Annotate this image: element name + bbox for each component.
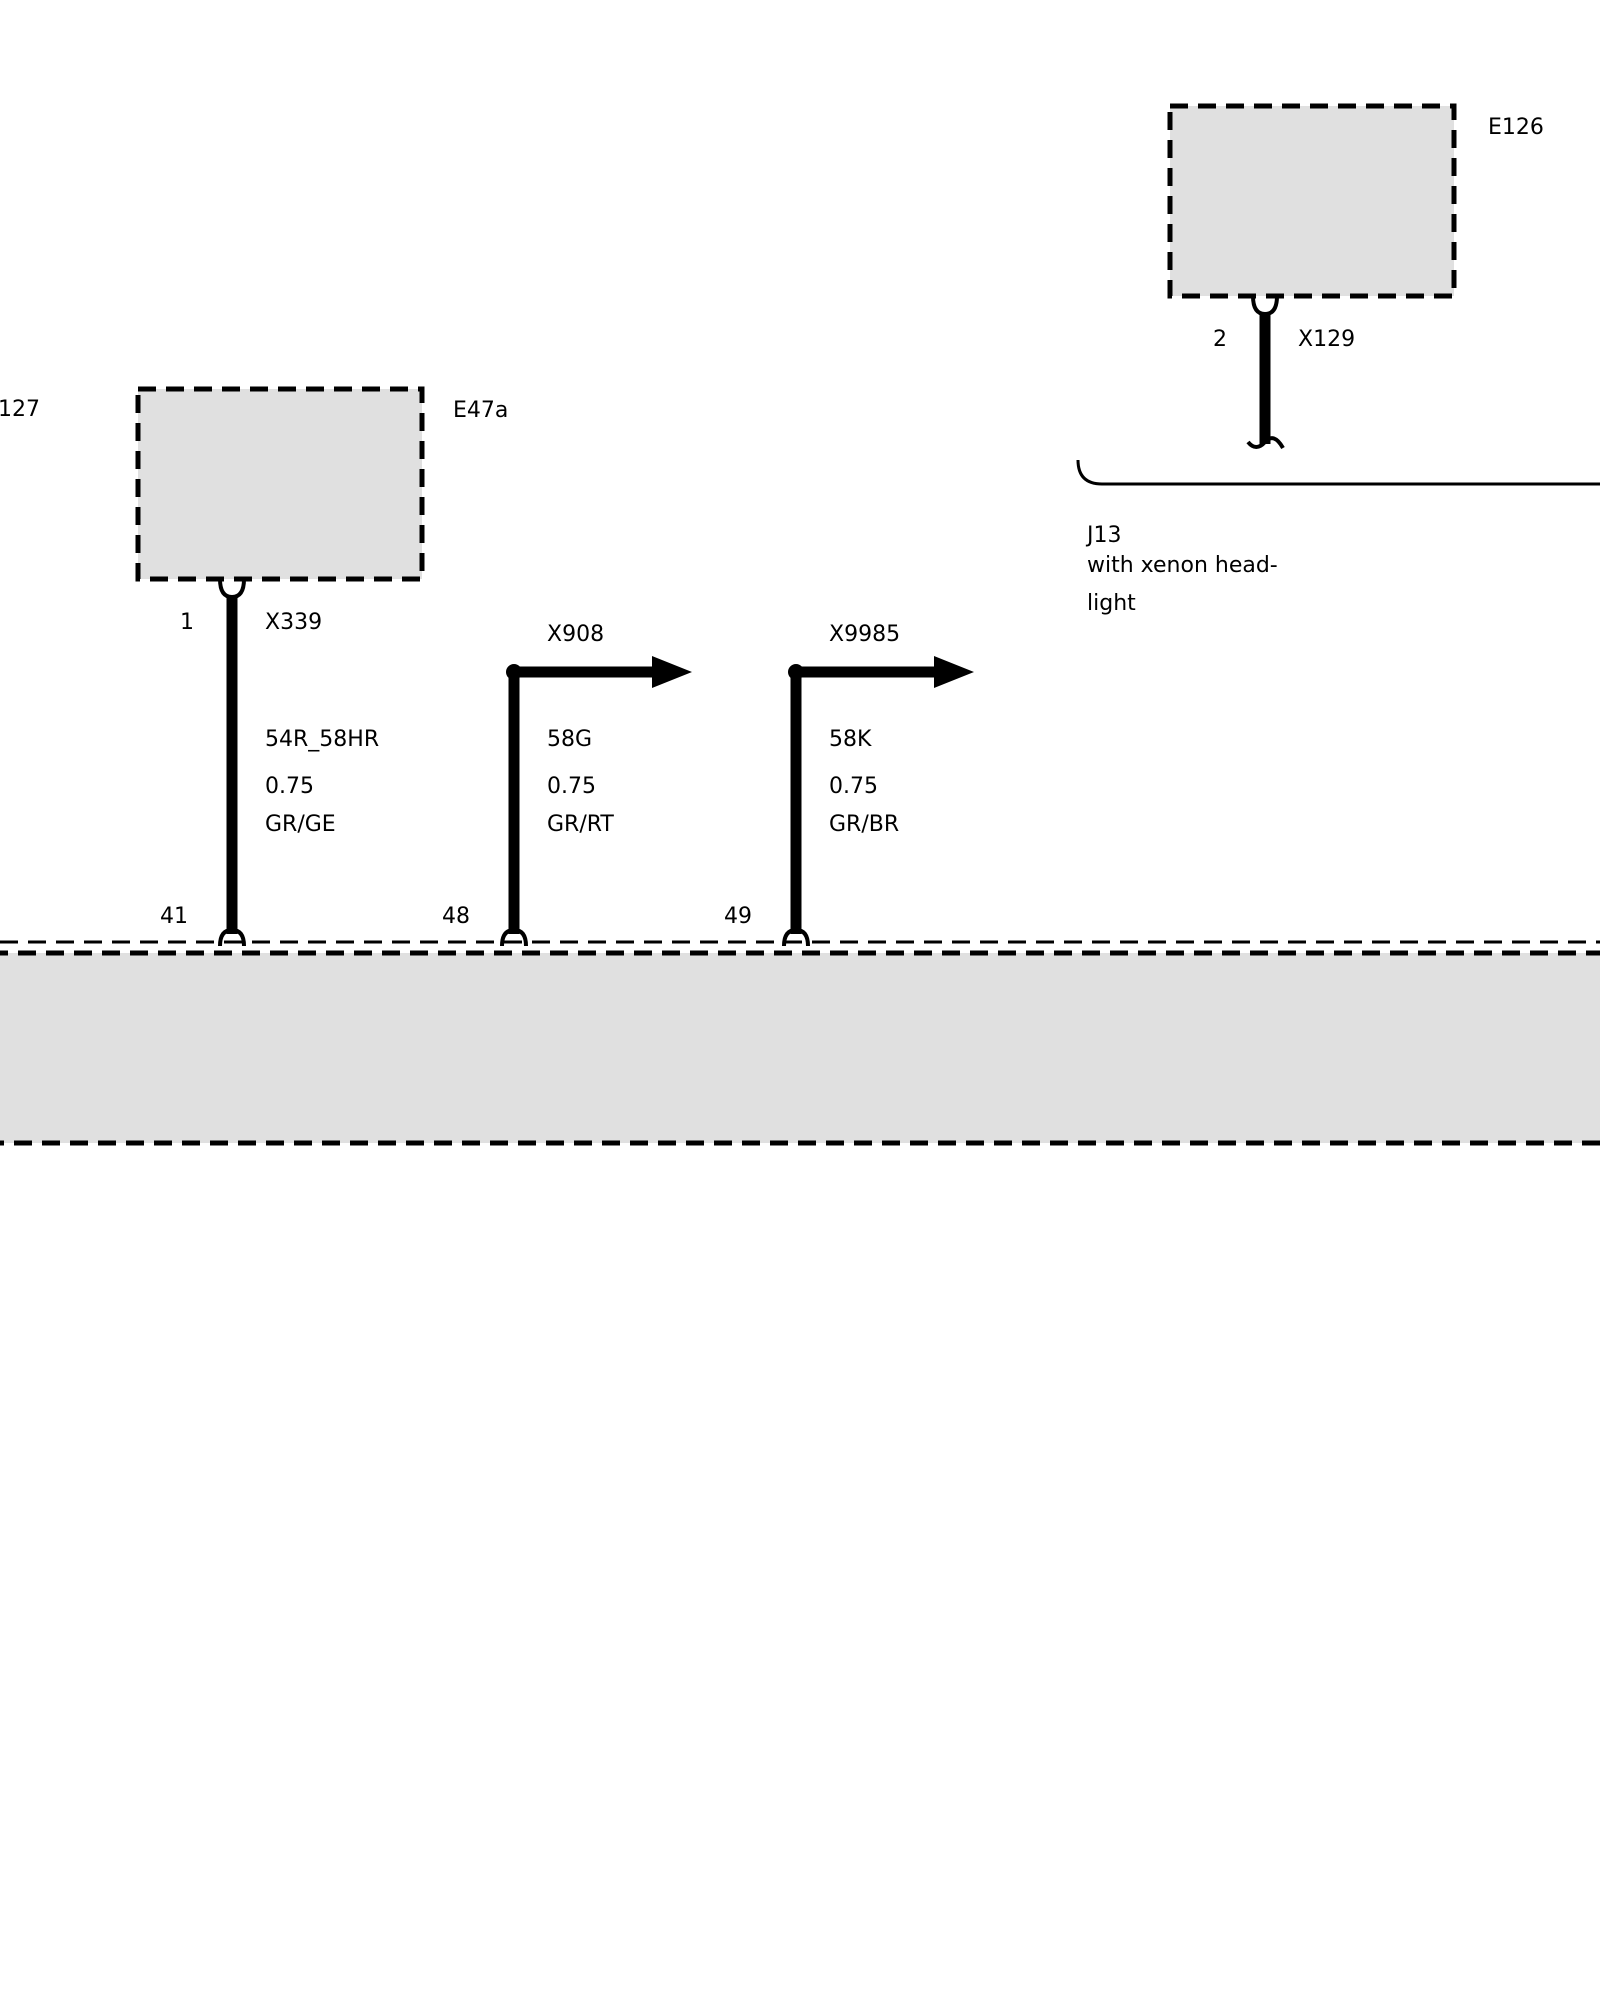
component-e47a-label: E47a (453, 398, 508, 423)
component-e126: E126 2 X129 (1167, 103, 1544, 450)
component-e47a-box (135, 386, 425, 582)
wire-49-connector-symbol (782, 927, 810, 947)
wire-48-cross-section: 0.75 (547, 774, 596, 799)
e126-connector-symbol (1251, 295, 1279, 317)
component-partial-label: 127 (0, 397, 40, 422)
e47a-connector-label: X339 (265, 610, 322, 635)
wire-49-arrow-head (934, 656, 974, 688)
wire-41-signal: 54R_58HR (265, 727, 379, 752)
component-e47a: E47a 1 X339 (135, 386, 508, 635)
wire-48-arrow-head (652, 656, 692, 688)
control-unit-box (0, 950, 1600, 1146)
wire-49-pin: 49 (724, 904, 752, 929)
wire-48-connector-label: X908 (547, 622, 604, 647)
e47a-pin-number: 1 (180, 610, 194, 635)
wire-49-signal: 58K (829, 727, 872, 752)
condition-bracket: J13 with xenon head- light (1076, 459, 1600, 616)
wire-49-connector-label: X9985 (829, 622, 900, 647)
e47a-connector-symbol (218, 578, 246, 600)
wire-41: 54R_58HR 0.75 GR/GE 41 (160, 596, 379, 947)
wire-41-cross-section: 0.75 (265, 774, 314, 799)
condition-text-line2: light (1087, 591, 1136, 616)
e126-wire-end-symbol (1246, 436, 1285, 450)
wire-41-connector-symbol (218, 927, 246, 947)
wire-48-connector-symbol (500, 927, 528, 947)
condition-bracket-line (1076, 459, 1600, 486)
wire-49: X9985 58K 0.75 GR/BR 49 (724, 622, 974, 947)
component-e126-box (1167, 103, 1457, 299)
wire-41-color: GR/GE (265, 812, 336, 837)
wire-48-color: GR/RT (547, 812, 614, 837)
wire-49-color: GR/BR (829, 812, 899, 837)
e126-connector-label: X129 (1298, 327, 1355, 352)
wire-49-cross-section: 0.75 (829, 774, 878, 799)
condition-text-line1: with xenon head- (1087, 553, 1278, 578)
condition-code: J13 (1085, 523, 1121, 548)
wire-48: X908 58G 0.75 GR/RT 48 (442, 622, 692, 947)
component-e126-label: E126 (1488, 115, 1544, 140)
control-unit (0, 940, 1600, 1146)
wire-48-signal: 58G (547, 727, 592, 752)
wire-41-pin: 41 (160, 904, 188, 929)
e126-pin-number: 2 (1213, 327, 1227, 352)
wire-48-pin: 48 (442, 904, 470, 929)
